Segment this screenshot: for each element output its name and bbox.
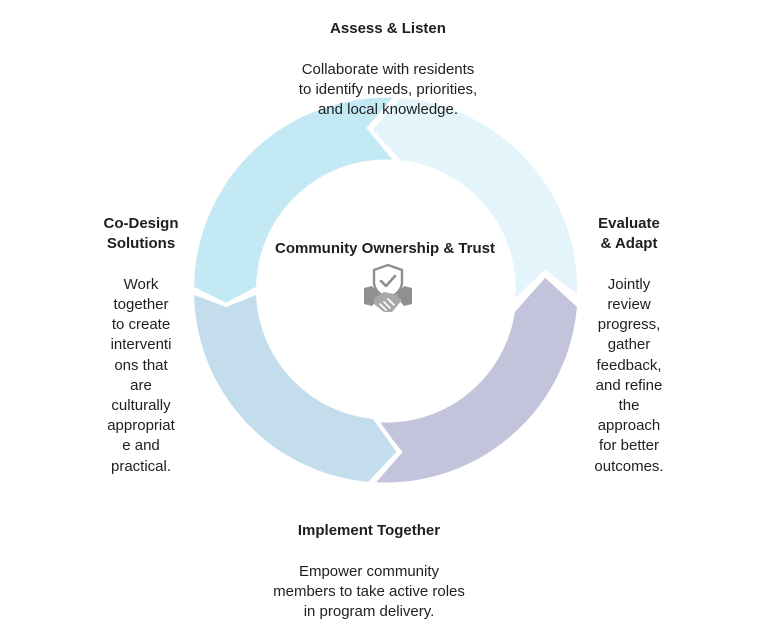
label-assess-body: Collaborate with residents to identify n… [298, 60, 478, 119]
label-implement-together: Implement Together Empower community mem… [248, 501, 490, 622]
handshake-shield-icon [364, 263, 412, 312]
label-evaluate-adapt: Evaluate & Adapt Jointly review progress… [584, 194, 674, 477]
label-assess-title: Assess & Listen [330, 20, 446, 38]
label-evaluate-body: Jointly review progress, gather feedback… [594, 275, 664, 475]
label-implement-body: Empower community members to take active… [273, 562, 465, 621]
label-assess-listen: Assess & Listen Collaborate with residen… [270, 0, 506, 120]
label-evaluate-title: Evaluate & Adapt [598, 215, 660, 253]
segment-assess-arrow [367, 93, 582, 309]
segment-codesign-arrow [189, 93, 402, 308]
segment-implement-arrow [189, 289, 402, 487]
label-co-design-solutions: Co-Design Solutions Work together to cre… [96, 194, 186, 477]
cycle-ring [189, 93, 582, 487]
label-codesign-title: Co-Design Solutions [103, 215, 179, 253]
label-codesign-body: Work together to create interventi ons t… [107, 275, 175, 475]
label-implement-title: Implement Together [297, 522, 441, 540]
segment-evaluate-arrow [367, 272, 582, 487]
cycle-diagram: Community Ownership & Trust Assess & Lis… [96, 0, 674, 620]
center-title: Community Ownership & Trust [274, 240, 496, 257]
